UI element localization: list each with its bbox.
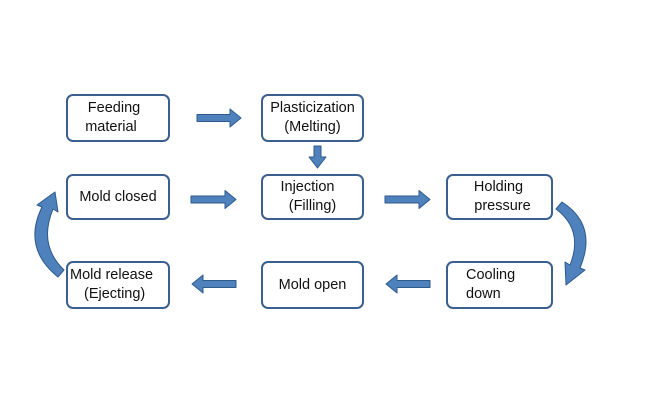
arrow-right-icon (196, 108, 242, 128)
node-label-line: Cooling (466, 267, 516, 283)
node-label-line: material (85, 119, 137, 135)
arrow-right-icon (384, 190, 431, 209)
arrow-left-icon (385, 274, 431, 294)
curved-arrow-up-icon (34, 191, 65, 278)
arrow-right-icon (190, 190, 237, 209)
node-label-line: Holding (473, 179, 524, 195)
node-holding-pressure: Holding pressure (446, 174, 553, 220)
node-label-line: Plasticization (270, 100, 355, 116)
arrow-down-icon (308, 145, 327, 169)
node-mold-release: Mold release (Ejecting) (66, 261, 170, 309)
node-label-line: Feeding (87, 100, 141, 116)
node-label-line: down (466, 286, 501, 302)
node-injection: Injection (Filling) (261, 174, 364, 220)
node-mold-open: Mold open (261, 261, 364, 309)
node-mold-closed: Mold closed (66, 174, 170, 220)
node-label-line: Mold release (70, 267, 154, 283)
node-label-line: (Filling) (288, 198, 337, 214)
node-label-line: (Ejecting) (84, 286, 146, 302)
node-plasticization: Plasticization (Melting) (261, 94, 364, 142)
node-label-line: Mold open (278, 276, 347, 293)
arrow-left-icon (191, 274, 237, 294)
node-label-line: pressure (474, 198, 531, 214)
node-feeding-material: Feeding material (66, 94, 170, 142)
node-cooling-down: Cooling down (446, 261, 553, 309)
node-label-line: Mold closed (79, 188, 157, 205)
node-label-line: Injection (280, 179, 335, 195)
curved-arrow-down-icon (555, 201, 587, 286)
node-label-line: (Melting) (284, 119, 341, 135)
